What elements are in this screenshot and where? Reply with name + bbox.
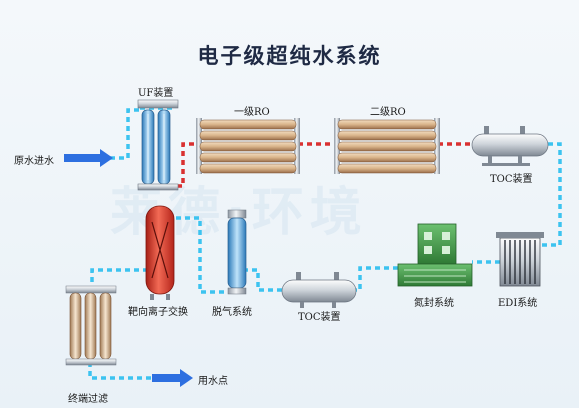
label-uf-device: UF装置 <box>138 88 174 99</box>
label-ro-stage1: 一级RO <box>234 107 270 118</box>
arrow-raw-water <box>64 149 113 167</box>
uf-device <box>137 99 179 191</box>
label-nitrogen-seal: 氮封系统 <box>414 298 454 309</box>
diagram-title: 电子级超纯水系统 <box>197 44 382 68</box>
pipe-degas-to-ix <box>170 216 224 294</box>
ro-stage1-unit <box>196 118 300 174</box>
label-toc-upper: TOC装置 <box>490 174 533 185</box>
pipe-ix-to-final <box>90 268 148 286</box>
label-ro-stage2: 二级RO <box>370 107 406 118</box>
pipe-network <box>88 106 562 380</box>
pipe-toc-to-degas <box>246 268 282 292</box>
arrow-point-of-use <box>152 369 193 387</box>
label-toc-lower: TOC装置 <box>298 312 341 323</box>
pipe-raw-to-uf <box>110 108 140 160</box>
pipe-n2-to-toc <box>356 266 398 292</box>
nitrogen-seal-unit <box>397 223 473 287</box>
label-point-of-use: 用水点 <box>198 376 228 387</box>
label-polishing-ion-exchange: 靶向离子交换 <box>128 307 188 318</box>
label-edi: EDI系统 <box>498 298 538 309</box>
degassing-unit <box>227 209 247 295</box>
label-degassing: 脱气系统 <box>212 307 252 318</box>
ro-stage2-unit <box>334 118 440 174</box>
ion-exchange-vessel <box>145 205 175 300</box>
toc-upper-unit <box>471 126 549 166</box>
pipe-toc-to-edi <box>540 142 562 247</box>
edi-unit <box>496 232 544 287</box>
label-final-filtration: 终端过滤 <box>68 394 108 405</box>
toc-lower-unit <box>281 272 357 308</box>
label-raw-water-in: 原水进水 <box>14 156 54 167</box>
pipe-uf-to-ro1 <box>168 142 198 188</box>
final-filtration-unit <box>65 285 117 366</box>
